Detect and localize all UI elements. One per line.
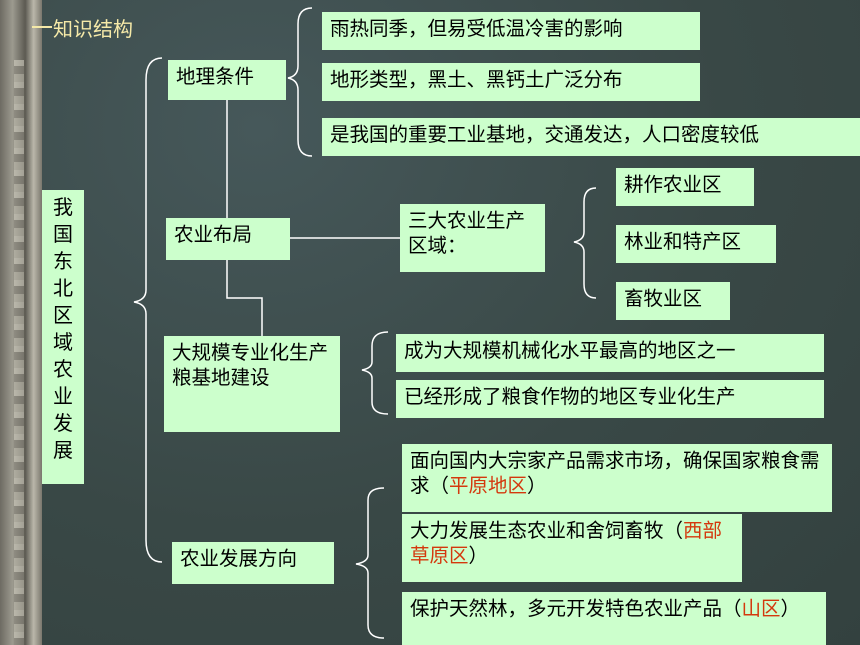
direction-item-mountain: 保护天然林，多元开发特色农业产品（山区） — [402, 592, 826, 645]
direction-bracket — [355, 487, 385, 639]
category-base: 大规模专业化生产粮基地建设 — [164, 336, 340, 432]
category-layout: 农业布局 — [166, 218, 290, 260]
title-dash — [32, 26, 52, 28]
direction-item-mountain-highlight: 山区 — [741, 597, 781, 620]
map-strip-texture — [14, 60, 24, 645]
layout-item-farming: 耕作农业区 — [616, 168, 754, 206]
base-item-specialization: 已经形成了粮食作物的地区专业化生产 — [396, 380, 824, 418]
direction-item-plain-highlight: 平原地区 — [449, 474, 528, 497]
layout-bracket — [573, 187, 597, 299]
geo-item-industry: 是我国的重要工业基地，交通发达，人口密度较低 — [322, 118, 860, 156]
base-item-mechanization: 成为大规模机械化水平最高的地区之一 — [396, 334, 824, 372]
root-box: 我国东北区域农业发展 — [42, 190, 84, 484]
direction-item-mountain-tail: ） — [780, 597, 801, 620]
layout-mid-box: 三大农业生产区域： — [400, 204, 545, 272]
layout-item-livestock: 畜牧业区 — [616, 282, 730, 320]
category-geo: 地理条件 — [168, 60, 286, 100]
direction-item-plain: 面向国内大宗家产品需求市场，确保国家粮食需求（平原地区） — [402, 444, 832, 512]
base-bracket — [361, 331, 389, 415]
geo-item-soil: 地形类型，黑土、黑钙土广泛分布 — [322, 63, 700, 101]
direction-item-grassland-highlight: 西部草原区 — [410, 519, 723, 567]
direction-item-grassland: 大力发展生态农业和舍饲畜牧（西部草原区） — [402, 514, 742, 582]
direction-item-plain-text: 面向国内大宗家产品需求市场，确保国家粮食需求（ — [410, 449, 820, 497]
direction-item-grassland-text: 大力发展生态农业和舍饲畜牧（ — [410, 519, 684, 542]
root-bracket — [133, 57, 163, 563]
geo-bracket — [287, 7, 313, 157]
layout-base-link — [226, 260, 263, 336]
geo-item-climate: 雨热同季，但易受低温冷害的影响 — [322, 12, 700, 50]
page-title: 知识结构 — [53, 17, 133, 41]
category-direction: 农业发展方向 — [172, 542, 334, 584]
direction-item-mountain-text: 保护天然林，多元开发特色农业产品（ — [410, 597, 742, 620]
direction-item-grassland-tail: ） — [468, 544, 489, 567]
layout-item-forestry: 林业和特产区 — [616, 225, 776, 263]
direction-item-plain-tail: ） — [527, 474, 547, 497]
